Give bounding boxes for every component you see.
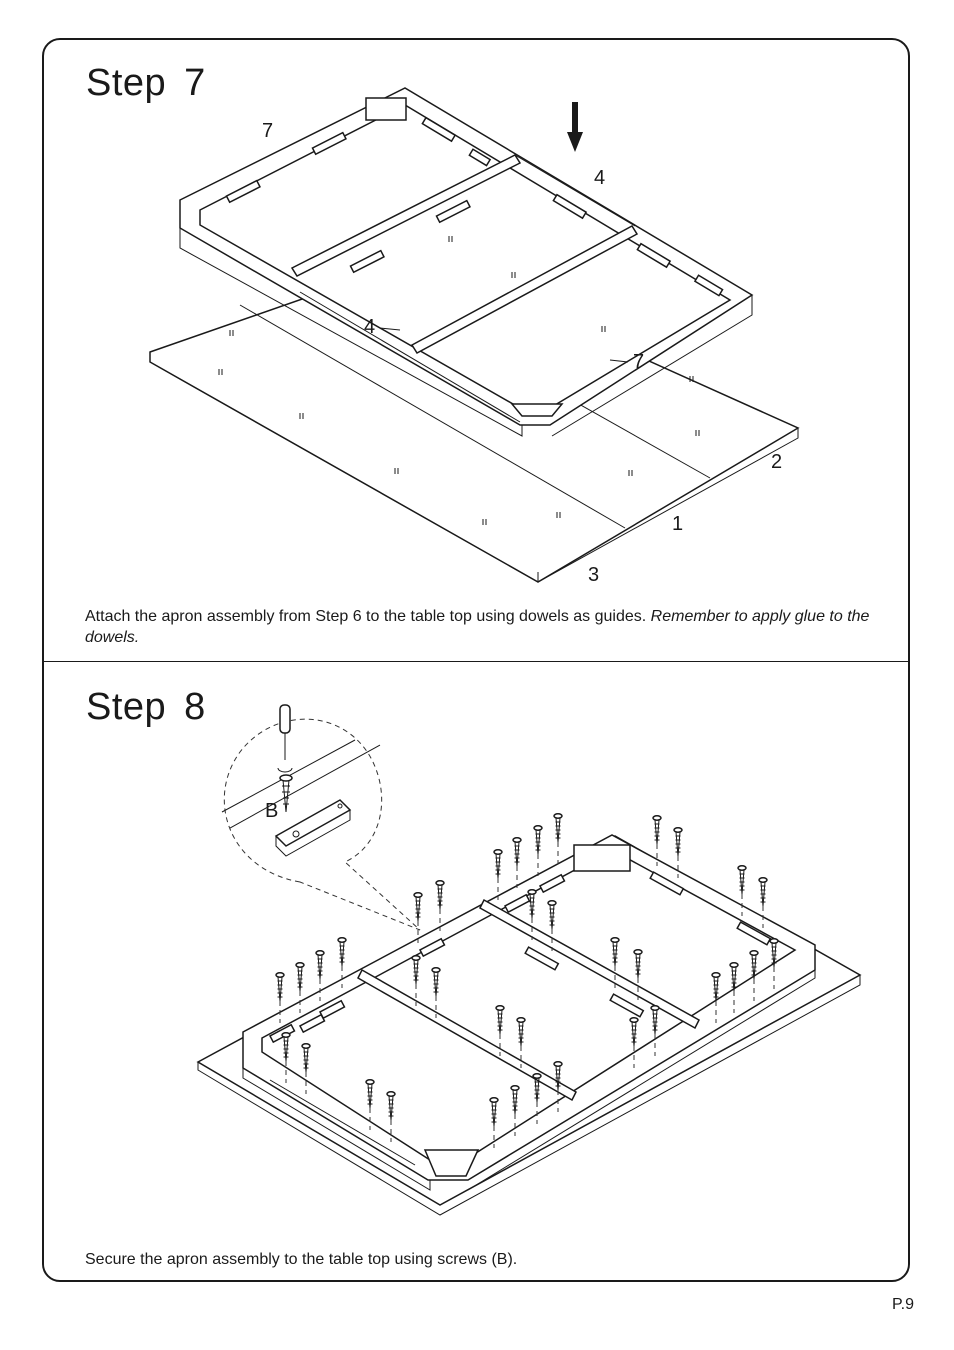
screw-icon <box>281 1032 291 1083</box>
screw-icon <box>516 1017 526 1068</box>
screw-icon <box>365 1079 375 1130</box>
dowel-blocks <box>225 116 724 297</box>
screw-icon <box>633 949 643 1000</box>
screw-icon <box>610 937 620 988</box>
screw-icon <box>527 889 537 940</box>
screw-icon <box>435 880 445 931</box>
screw-icon <box>673 827 683 878</box>
screw-icon <box>532 1073 542 1124</box>
screw-label: B <box>265 800 279 822</box>
step8-title-number: 8 <box>184 686 206 728</box>
screw-icon <box>629 1017 639 1068</box>
screw-icon <box>711 972 721 1023</box>
screw-icon <box>413 892 423 943</box>
screw-icon <box>510 1085 520 1136</box>
screw-icon <box>737 865 747 916</box>
screw-icon <box>411 955 421 1006</box>
screw-icon <box>553 813 563 864</box>
part-label: 3 <box>588 564 600 586</box>
screw-icon <box>295 962 305 1013</box>
step7-caption: Attach the apron assembly from Step 6 to… <box>85 606 885 648</box>
step-divider <box>42 661 910 662</box>
dowel-blocks <box>268 871 772 1044</box>
step8-caption: Secure the apron assembly to the table t… <box>85 1251 518 1268</box>
screw-icon <box>769 938 779 989</box>
screw-icon <box>275 972 285 1023</box>
screw-icon <box>315 950 325 1001</box>
step7-title: Step 7 <box>86 62 206 105</box>
corner-bracket <box>573 844 631 872</box>
part-label: 7 <box>633 351 645 373</box>
screw-icon <box>279 774 293 813</box>
screw-icon <box>495 1005 505 1056</box>
screw-icon <box>489 1097 499 1148</box>
page-frame <box>42 38 910 1282</box>
screw-group <box>275 813 779 1148</box>
screw-icon <box>652 815 662 866</box>
corner-bracket <box>510 403 564 417</box>
screw-icon <box>301 1043 311 1094</box>
detail-callout <box>221 718 421 931</box>
screw-icon <box>749 950 759 1001</box>
corner-bracket <box>365 97 407 121</box>
screw-icon <box>553 1061 563 1112</box>
step7-caption-main: Attach the apron assembly from Step 6 to… <box>85 608 647 625</box>
dowel-icon <box>218 236 700 525</box>
screw-icon <box>512 837 522 888</box>
corner-bracket <box>423 1149 480 1177</box>
page-number: P.9 <box>892 1296 914 1313</box>
part-label: 7 <box>262 120 274 142</box>
screw-icon <box>493 849 503 900</box>
part-label: 4 <box>364 316 376 338</box>
screw-icon <box>386 1091 396 1142</box>
arrow-down-icon <box>567 102 583 152</box>
dowel-block-detail <box>274 799 352 847</box>
screw-icon <box>729 962 739 1013</box>
screw-icon <box>758 877 768 928</box>
step7-title-number: 7 <box>184 62 206 104</box>
screw-icon <box>431 967 441 1018</box>
step7-caption-emphasis: Remember to apply glue to the dowels. <box>85 608 870 646</box>
part-label: 2 <box>771 451 783 473</box>
screw-icon <box>547 900 557 951</box>
step8-title-word: Step <box>86 686 167 728</box>
step8-title: Step 8 <box>86 686 206 729</box>
screw-icon <box>533 825 543 876</box>
screw-icon <box>650 1005 660 1056</box>
screwdriver-icon <box>277 704 293 773</box>
part-label: 4 <box>594 167 606 189</box>
step7-title-word: Step <box>86 62 167 104</box>
screw-icon <box>337 937 347 988</box>
part-label: 1 <box>672 513 684 535</box>
